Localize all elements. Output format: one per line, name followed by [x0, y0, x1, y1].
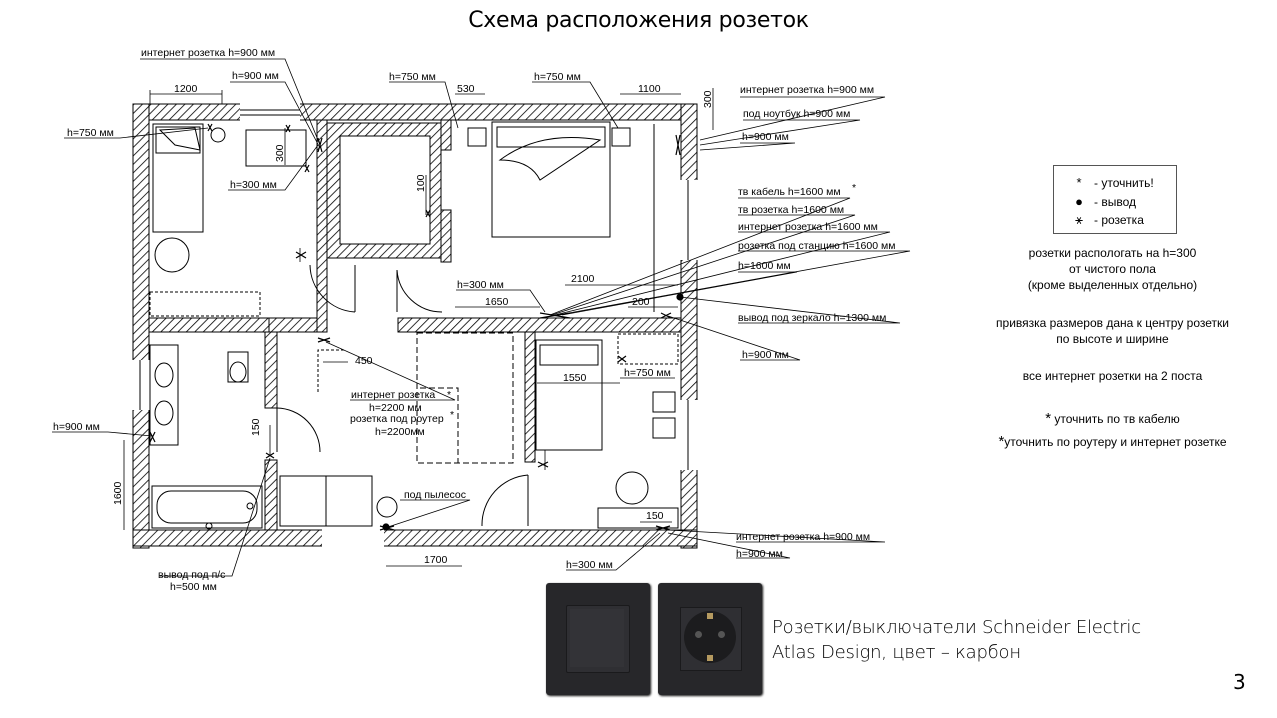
annotations: интернет розетка h=900 мм h=900 мм h=750… [53, 47, 895, 593]
socket-icon: ⚹ [1075, 212, 1083, 227]
dim-1700: 1700 [424, 554, 448, 566]
ann-h300-mid: h=300 мм [457, 279, 504, 291]
wardrobe [326, 122, 442, 259]
ann-mirror: вывод под зеркало h=1300 мм [738, 312, 886, 324]
ann-h750-bedroom: h=750 мм [534, 71, 581, 83]
dimension-labels: 1200 530 1100 300 300 100 2100 1650 200 … [112, 83, 714, 566]
ann-h900-bath: h=900 мм [53, 421, 100, 433]
dim-100: 100 [415, 174, 427, 192]
ann-vacuum: под пылесос [404, 489, 466, 501]
dim-150-b: 150 [646, 510, 664, 522]
ann-h1600: h=1600 мм [738, 260, 791, 272]
ann-inet-top-left: интернет розетка h=900 мм [141, 47, 275, 59]
ann-inet-router-2: h=2200 мм [369, 402, 422, 414]
dim-1550: 1550 [563, 372, 587, 384]
ann-h750-wardrobe: h=750 мм [389, 71, 436, 83]
svg-text:*: * [447, 389, 451, 401]
note-router: *уточнить по роутеру и интернет розетке [998, 433, 1227, 450]
note-height-rule: розетки распологать на h=300 от чистого … [1027, 246, 1198, 292]
dim-200: 200 [632, 296, 650, 308]
ann-router-2: h=2200мм [375, 426, 425, 438]
product-caption: Розетки/выключатели Schneider Electric A… [772, 617, 1141, 663]
dim-1200: 1200 [174, 83, 198, 95]
page-title: Схема расположения розеток [468, 8, 809, 33]
leader-lines [52, 58, 911, 577]
dim-300-left: 300 [274, 144, 286, 162]
ann-ps-1: вывод под п/с [158, 569, 225, 581]
ann-h900-mid-right: h=900 мм [742, 349, 789, 361]
ann-station: розетка под станцию h=1600 мм [738, 240, 895, 252]
ann-h900-top-left: h=900 мм [232, 70, 279, 82]
page-number: 3 [1233, 670, 1246, 694]
legend-item-outlet: ● - вывод [1072, 194, 1136, 209]
dim-150-a: 150 [250, 418, 262, 436]
ann-inet-1600: интернет розетка h=1600 мм [738, 221, 878, 233]
asterisk-icon: * [1076, 175, 1082, 190]
note-binding-rule: привязка размеров дана к центру розетки … [996, 316, 1229, 346]
ann-inet-router-1: интернет розетка [351, 389, 435, 401]
note-tv: * уточнить по тв кабелю [1045, 410, 1180, 427]
ann-tv-cable: тв кабель h=1600 мм [738, 186, 841, 198]
dim-1650: 1650 [485, 296, 509, 308]
svg-text:*: * [852, 182, 856, 194]
ann-laptop: под ноутбук h=900 мм [743, 108, 850, 120]
ann-ps-2: h=500 мм [170, 581, 217, 593]
dim-300-top: 300 [702, 90, 714, 108]
dot-icon: ● [1075, 194, 1083, 209]
svg-text:*: * [450, 409, 454, 421]
switch-image [546, 583, 650, 695]
ann-h750-mid-right: h=750 мм [624, 367, 671, 379]
ann-h900-right: h=900 мм [742, 131, 789, 143]
ann-h300-bottom: h=300 мм [566, 559, 613, 571]
ann-inet-top-right: интернет розетка h=900 мм [740, 84, 874, 96]
ann-inet-bottom-right: интернет розетка h=900 мм [736, 531, 870, 543]
dim-2100: 2100 [571, 273, 595, 285]
legend-item-clarify: * - уточнить! [1072, 175, 1153, 190]
ann-h750-left: h=750 мм [67, 127, 114, 139]
ann-h900-bottom-right: h=900 мм [736, 548, 783, 560]
dimension-lines [123, 88, 714, 567]
dim-1100: 1100 [638, 83, 661, 95]
ann-router-1: розетка под роутер [350, 413, 444, 425]
dim-530: 530 [457, 83, 475, 95]
ann-tv-socket: тв розетка h=1600 мм [738, 204, 844, 216]
furniture [149, 121, 679, 530]
ann-h300-left: h=300 мм [230, 179, 277, 191]
dim-450: 450 [355, 355, 373, 367]
socket-image [658, 583, 762, 695]
legend-item-socket: ⚹ - розетка [1072, 212, 1144, 228]
note-internet-rule: все интернет розетки на 2 поста [1022, 369, 1203, 383]
legend: * - уточнить! ● - вывод ⚹ - розетка [1053, 165, 1177, 234]
dim-1600: 1600 [112, 481, 124, 505]
